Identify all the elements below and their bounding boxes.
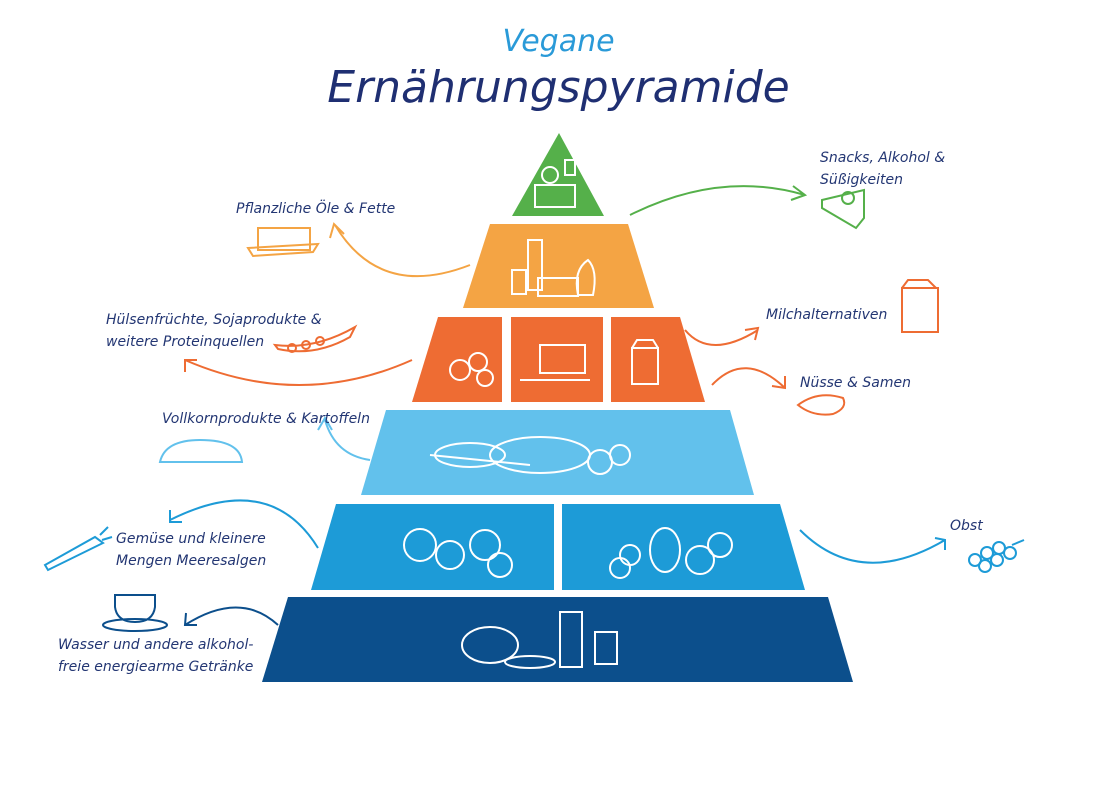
oil-bottles-icon: [511, 239, 596, 297]
tea-water-icon: [461, 611, 618, 669]
label-fruit: Obst: [950, 518, 983, 534]
oat-drink-icon: [631, 339, 659, 385]
label-snacks-line2: Süßigkeiten: [820, 172, 903, 188]
label-snacks-line1: Snacks, Alkohol &: [820, 150, 946, 166]
tier-vegetables: [311, 504, 554, 590]
oat-drink-carton-icon: [901, 279, 939, 333]
cake-icon: [821, 188, 865, 230]
pea-pod-icon: [272, 324, 358, 353]
arrow-grains: [317, 416, 371, 461]
label-nuts: Nüsse & Samen: [800, 375, 911, 391]
arrow-snacks: [629, 185, 808, 216]
arrow-vegetables: [169, 499, 319, 549]
almond-icon: [796, 394, 846, 416]
vegetables-icon: [403, 528, 513, 578]
fruit-icon: [609, 527, 733, 579]
tier-grains: [361, 410, 754, 495]
label-vegetables-line1: Gemüse und kleinere: [116, 531, 266, 547]
label-vegetables-line2: Mengen Meeresalgen: [116, 553, 267, 569]
arrow-fruit: [799, 529, 946, 564]
label-milk-alternatives: Milchalternativen: [766, 307, 888, 323]
tea-cup-icon: [102, 594, 168, 632]
carrot-icon: [43, 526, 113, 572]
title-vegane: Vegane: [502, 24, 615, 59]
page-title: Ernährungspyramide: [327, 62, 790, 113]
tier-oils: [463, 224, 654, 308]
label-oils: Pflanzliche Öle & Fette: [236, 201, 396, 217]
arrow-milk-alt: [684, 326, 760, 346]
tier-soy: [511, 317, 603, 402]
arrow-legumes: [184, 359, 413, 386]
label-legumes-line1: Hülsenfrüchte, Sojaprodukte &: [106, 312, 322, 328]
arrow-oils: [329, 222, 471, 278]
label-drinks-line2: freie energiearme Getränke: [58, 659, 254, 675]
arrow-drinks: [183, 606, 279, 626]
butter-icon: [246, 227, 320, 258]
legumes-icon: [449, 352, 494, 387]
arrow-nuts: [711, 367, 786, 390]
label-legumes-line2: weitere Proteinquellen: [106, 334, 265, 350]
label-grains: Vollkornprodukte & Kartoffeln: [162, 411, 370, 427]
tier-fruit: [562, 504, 805, 590]
tofu-icon: [520, 344, 590, 381]
bread-icon: [158, 438, 244, 463]
bread-corn-potato-icon: [429, 436, 631, 475]
label-drinks-line1: Wasser und andere alkohol-: [58, 637, 254, 653]
tier-drinks: [262, 597, 853, 682]
grapes-icon: [968, 539, 1025, 573]
snacks-icon: [534, 159, 576, 208]
